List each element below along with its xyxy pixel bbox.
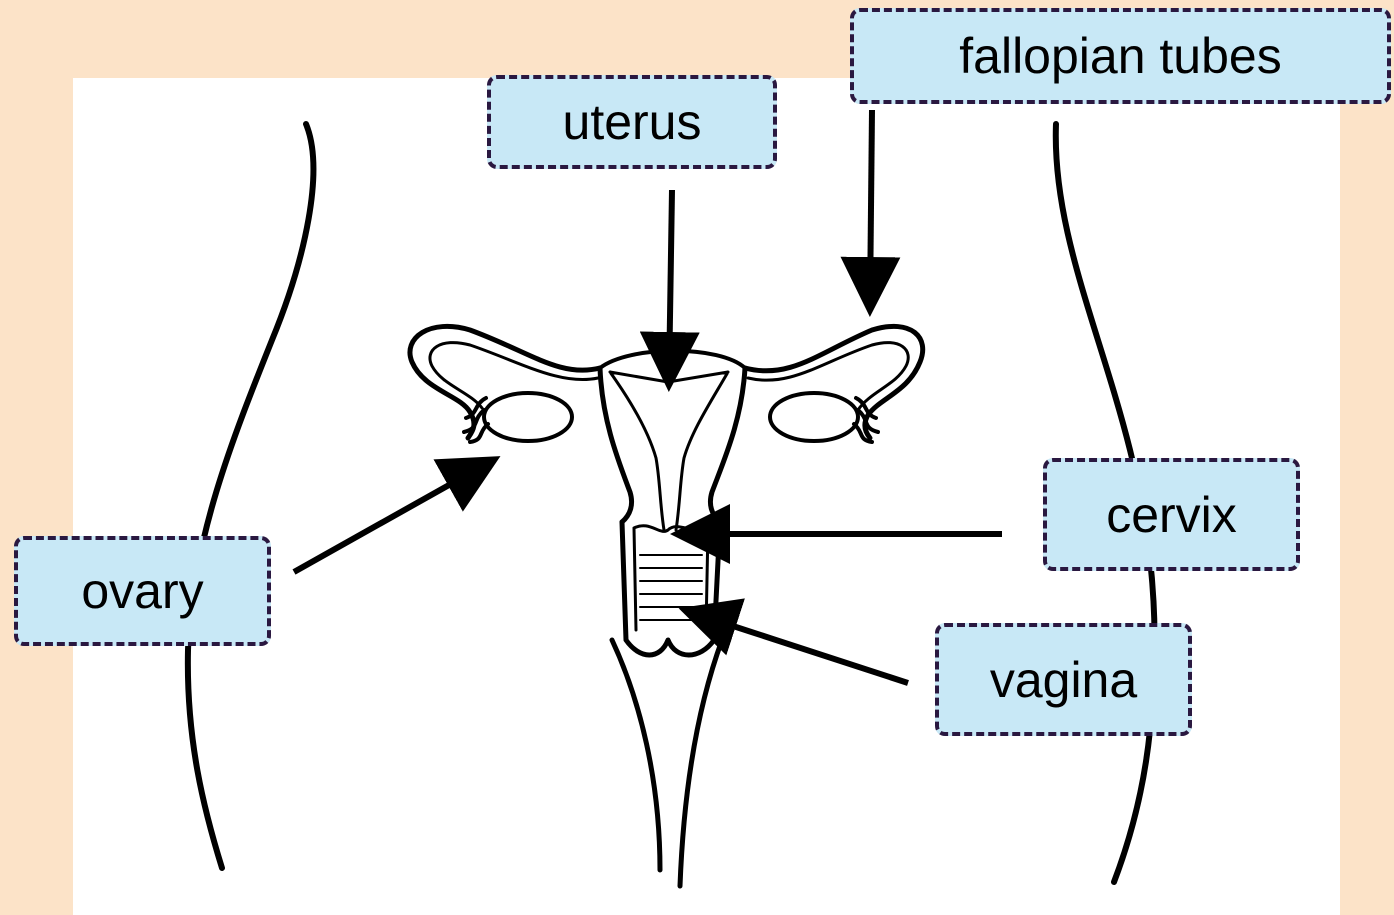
label-fallopian-tubes-text: fallopian tubes bbox=[959, 31, 1281, 81]
label-fallopian-tubes: fallopian tubes bbox=[850, 8, 1391, 104]
uterus-arrow bbox=[669, 190, 672, 380]
label-ovary-text: ovary bbox=[81, 566, 203, 616]
fallopian-tubes-arrow bbox=[870, 110, 872, 305]
label-uterus: uterus bbox=[487, 75, 777, 169]
label-ovary: ovary bbox=[14, 536, 271, 646]
label-vagina-text: vagina bbox=[990, 655, 1137, 705]
label-cervix: cervix bbox=[1043, 458, 1300, 571]
label-uterus-text: uterus bbox=[563, 97, 702, 147]
label-cervix-text: cervix bbox=[1106, 490, 1237, 540]
label-vagina: vagina bbox=[935, 623, 1192, 736]
